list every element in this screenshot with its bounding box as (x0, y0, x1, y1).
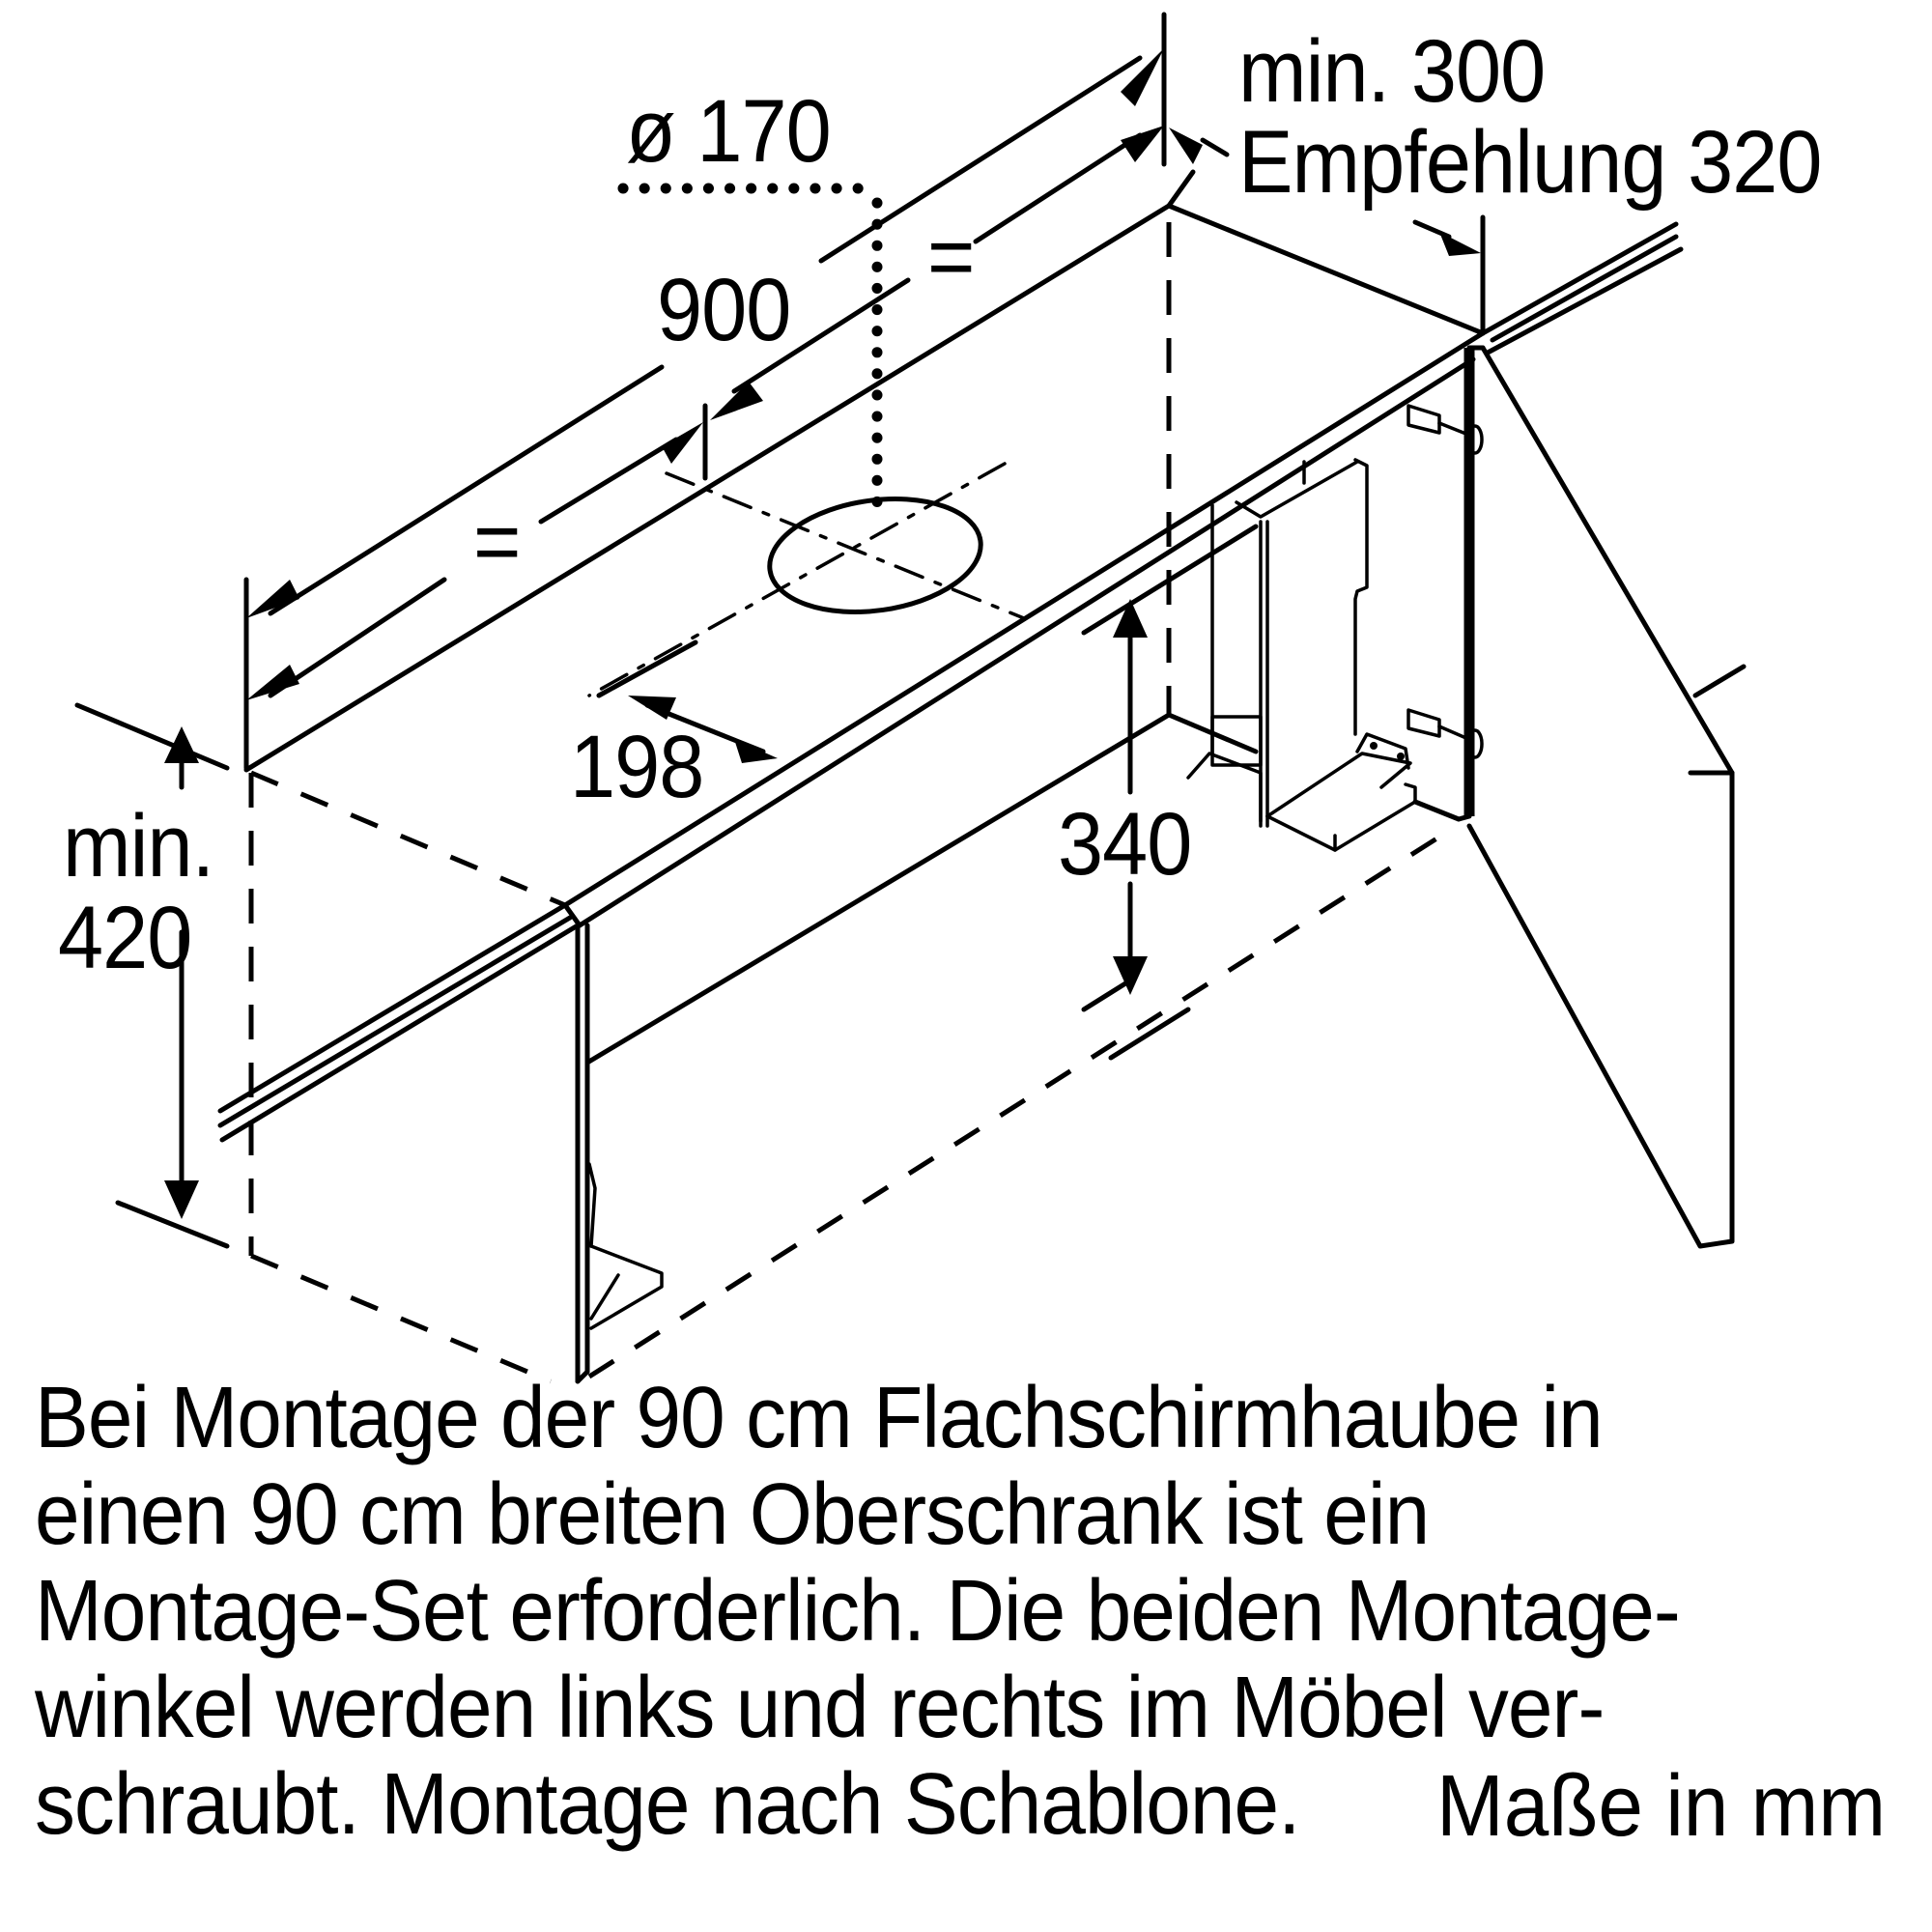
installation-note: Bei Montage der 90 cm Flachschirmhaube i… (35, 1370, 1796, 1853)
offset-dimension (596, 639, 778, 763)
left-rail (217, 902, 581, 1143)
equal-mark-top: = (927, 208, 975, 306)
offset-label: 198 (570, 718, 704, 816)
inner-height-label: 340 (1058, 795, 1192, 894)
hidden-edges (248, 222, 1451, 1384)
note-line-3: Montage-Set erforderlich. Die beiden Mon… (35, 1563, 1681, 1660)
note-line-4: winkel werden links und rechts im Möbel … (35, 1660, 1605, 1756)
width-dimension (243, 12, 1167, 771)
depth-dimension (1169, 128, 1486, 336)
right-rail (1480, 221, 1684, 355)
height-value-label: 420 (58, 889, 192, 987)
equal-mark-left: = (473, 493, 521, 591)
note-line-5: schraubt. Montage nach Schablone. (35, 1756, 1300, 1853)
inner-height-dimension (1081, 524, 1259, 1012)
height-min-label: min. (63, 797, 214, 895)
door-frame (1406, 348, 1484, 822)
note-line-1: Bei Montage der 90 cm Flachschirmhaube i… (35, 1370, 1604, 1466)
interior (1108, 458, 1462, 1061)
open-door (1466, 345, 1747, 1249)
duct-opening (587, 462, 1026, 697)
width-label: 900 (657, 261, 791, 359)
height-dimension (74, 702, 230, 1249)
left-side-panel (575, 712, 1172, 1384)
cabinet-depth-min-label: min. 300 (1238, 22, 1546, 121)
duct-diameter-leader (617, 183, 883, 527)
cabinet-top-outline (243, 169, 1486, 773)
units-note: Maße in mm (1435, 1758, 1886, 1855)
duct-diameter-label: ø 170 (626, 82, 832, 181)
cabinet-depth-recommended-label: Empfehlung 320 (1238, 113, 1822, 212)
note-line-2: einen 90 cm breiten Oberschrank ist ein (35, 1466, 1430, 1563)
